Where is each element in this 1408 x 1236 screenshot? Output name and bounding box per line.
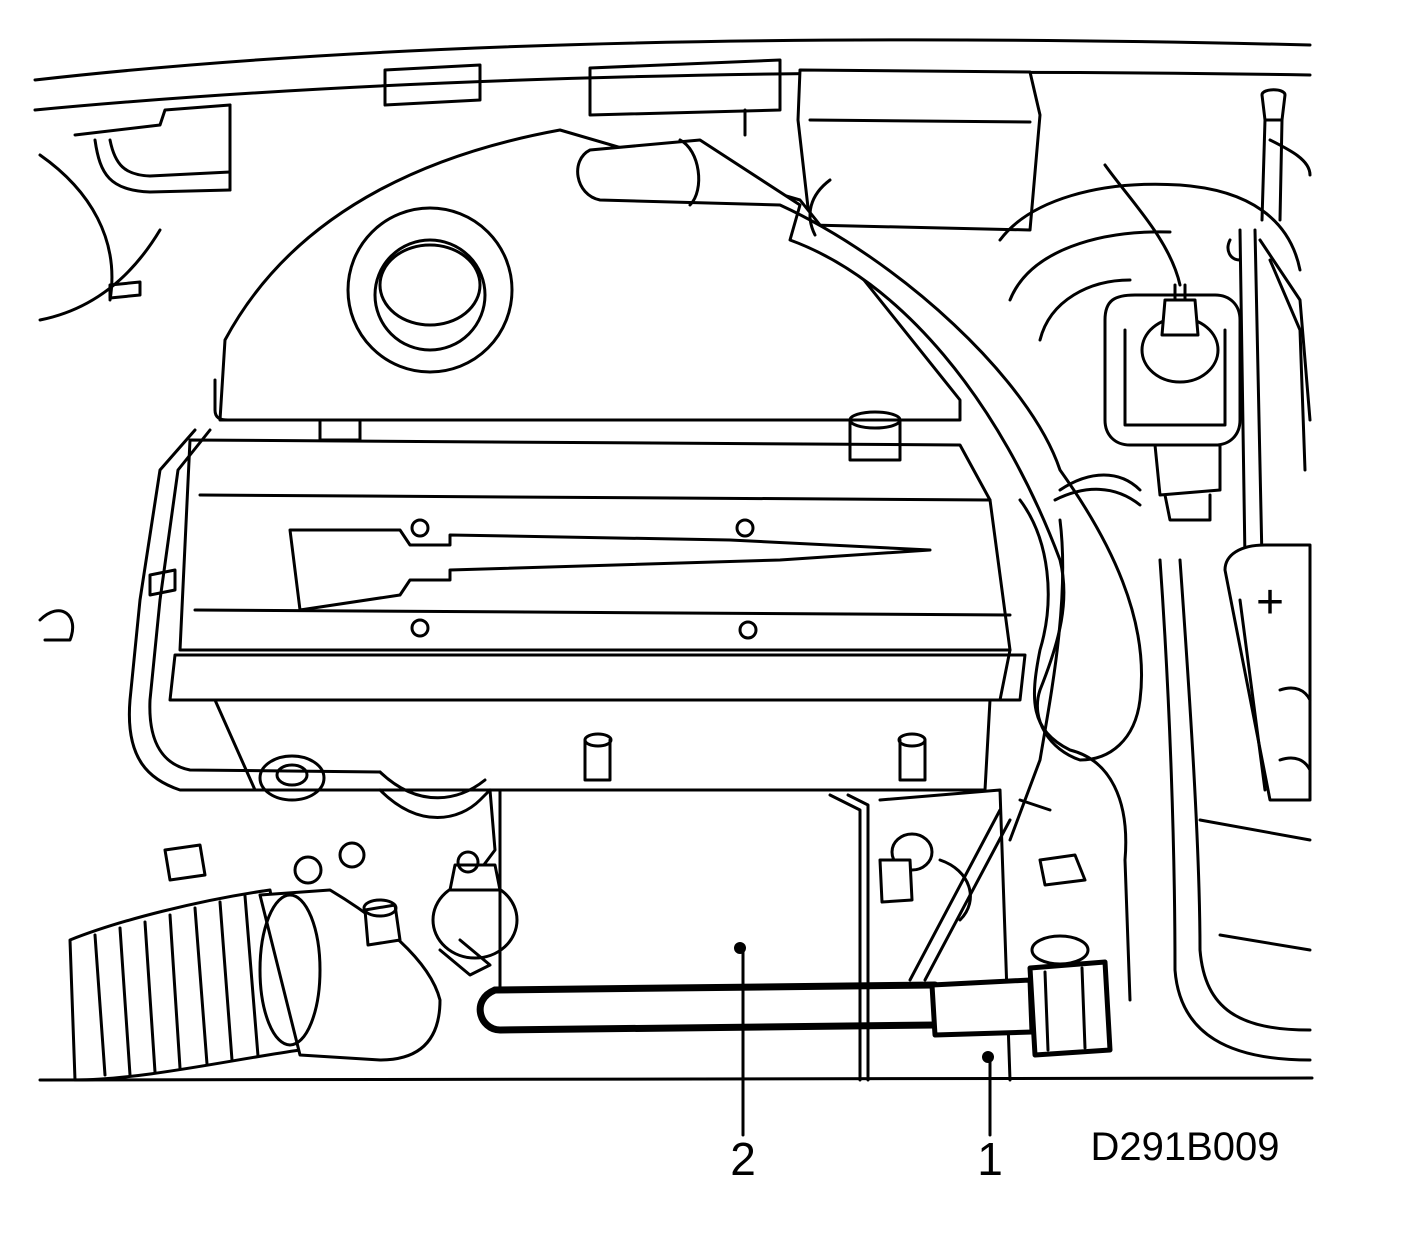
- battery: [1223, 543, 1312, 802]
- intake-hose: [576, 138, 1144, 762]
- battery-positive-symbol: +: [1256, 576, 1284, 629]
- callout-1-dot: [982, 1051, 994, 1063]
- oil-filler-cap: [373, 238, 487, 352]
- center-module: [498, 788, 870, 1082]
- center-fittings: [163, 770, 519, 977]
- callout-1-label: 1: [977, 1133, 1003, 1185]
- cam-cover: [168, 410, 1027, 792]
- lower-left-boot: [68, 888, 442, 1082]
- fuel-line-tool: [476, 808, 1113, 1058]
- brake-fluid-reservoir: [1103, 163, 1242, 522]
- hood-edge: [33, 38, 1312, 112]
- bottom-edge: [38, 1076, 1314, 1082]
- upper-left-hoses: [38, 103, 232, 322]
- diagram-code: D291B009: [1090, 1125, 1279, 1169]
- sensor-wire: [998, 498, 1132, 1002]
- brake-booster: [998, 182, 1302, 342]
- right-strut: [1158, 558, 1312, 1062]
- right-pipes: [1226, 88, 1312, 562]
- top-brackets: [383, 58, 1042, 232]
- left-pipes: [38, 428, 382, 792]
- leader-lines: [734, 942, 994, 1137]
- callout-2-label: 2: [730, 1133, 756, 1185]
